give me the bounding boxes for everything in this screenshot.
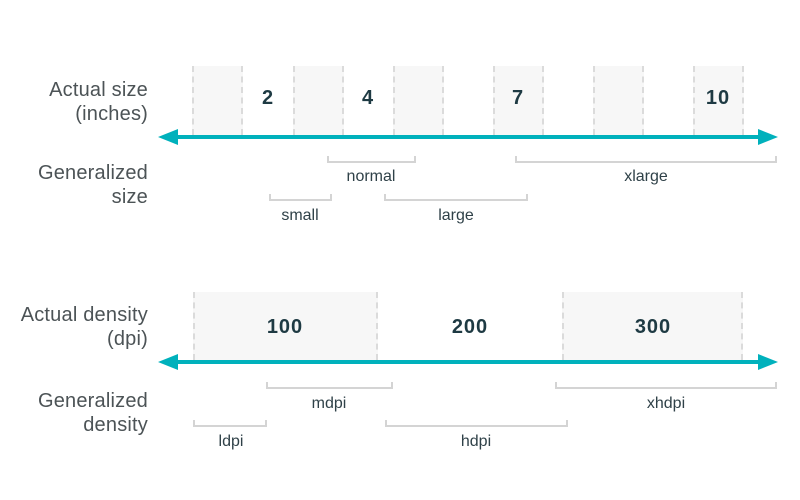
size-tick: 2 <box>261 87 275 109</box>
density-axis-left-arrowhead-icon <box>158 354 178 370</box>
size-range-label-xlarge: xlarge <box>624 168 668 185</box>
density-tick: 300 <box>634 316 672 338</box>
density-axis-line <box>174 360 762 364</box>
size-range-bracket-xlarge <box>515 156 777 163</box>
generalized-density-title: Generalized density <box>0 389 148 437</box>
size-range-label-small: small <box>281 207 319 224</box>
density-range-label-xhdpi: xhdpi <box>646 395 686 412</box>
generalized-density-title-line2: density <box>83 414 148 436</box>
size-range-bracket-normal <box>327 156 416 163</box>
density-band <box>562 292 743 360</box>
size-range-bracket-large <box>384 194 528 201</box>
size-band <box>192 66 243 135</box>
generalized-size-title-line2: size <box>111 186 148 208</box>
size-axis-left-arrowhead-icon <box>158 129 178 145</box>
size-range-bracket-small <box>269 194 332 201</box>
density-axis-title-line2: (dpi) <box>106 328 148 350</box>
size-tick: 10 <box>705 87 731 109</box>
size-axis-title-line2: (inches) <box>75 103 148 125</box>
size-band <box>593 66 644 135</box>
density-axis-right-arrowhead-icon <box>758 354 778 370</box>
density-range-label-mdpi: mdpi <box>311 395 347 412</box>
size-axis-line <box>174 135 762 139</box>
generalized-size-title: Generalized size <box>0 161 148 209</box>
size-band <box>493 66 544 135</box>
density-range-bracket-mdpi <box>266 382 393 389</box>
density-range-bracket-xhdpi <box>555 382 777 389</box>
generalized-density-title-line1: Generalized <box>37 390 148 412</box>
size-tick: 4 <box>361 87 375 109</box>
size-axis-title: Actual size (inches) <box>0 78 148 126</box>
density-axis-title-line1: Actual density <box>20 304 148 326</box>
density-tick: 200 <box>451 316 489 338</box>
size-axis-title-line1: Actual size <box>49 79 148 101</box>
density-range-bracket-hdpi <box>385 420 568 427</box>
generalized-size-title-line1: Generalized <box>37 162 148 184</box>
size-band <box>293 66 344 135</box>
density-range-bracket-ldpi <box>193 420 267 427</box>
density-tick: 100 <box>266 316 304 338</box>
density-band <box>193 292 378 360</box>
density-range-label-hdpi: hdpi <box>460 433 492 450</box>
size-band <box>693 66 744 135</box>
size-band <box>393 66 444 135</box>
density-range-label-ldpi: ldpi <box>218 433 244 450</box>
size-axis-right-arrowhead-icon <box>758 129 778 145</box>
size-range-label-normal: normal <box>346 168 396 185</box>
size-range-label-large: large <box>438 207 474 224</box>
size-tick: 7 <box>511 87 525 109</box>
density-axis-title: Actual density (dpi) <box>0 303 148 351</box>
